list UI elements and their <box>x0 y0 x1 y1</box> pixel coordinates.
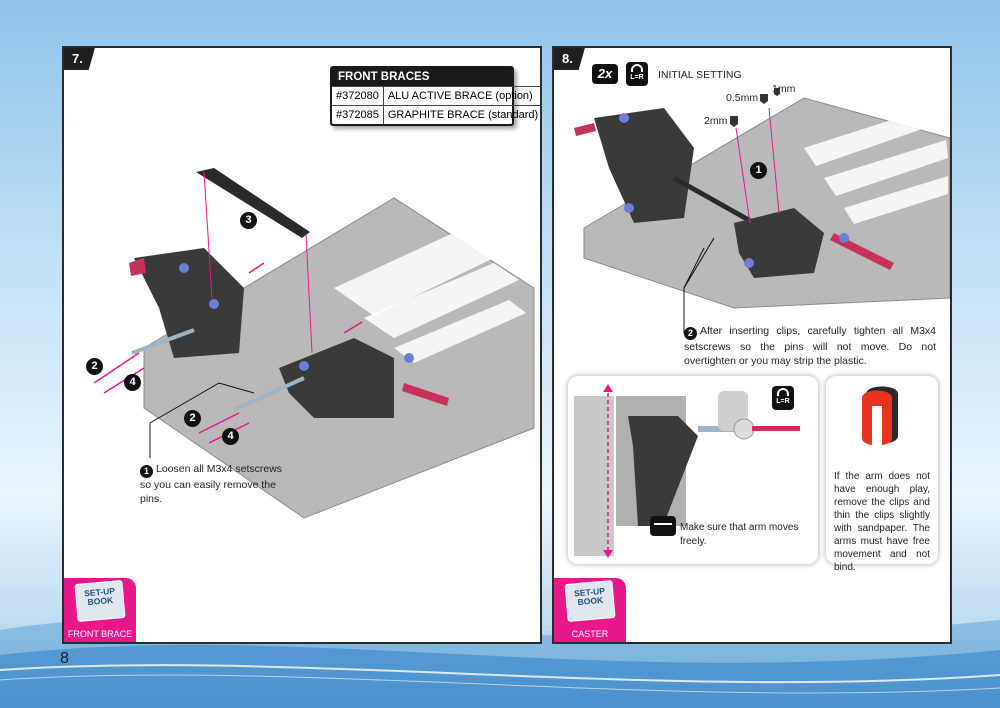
clip-detail-box: If the arm does not have enough play, re… <box>826 376 938 573</box>
step-7-number: 7. <box>64 48 95 70</box>
front-braces-title: FRONT BRACES <box>332 68 512 86</box>
page-number: 8 <box>60 650 69 667</box>
setup-book-label: CASTER <box>571 629 609 639</box>
initial-setting-label: INITIAL SETTING <box>658 69 742 81</box>
quantity-badge: 2x <box>592 64 618 84</box>
step-7-panel: 7. FRONT BRACES <box>62 46 543 644</box>
marker-4b: 4 <box>222 428 239 445</box>
arm-detail-box: L=R Make sure that arm moves freely. <box>568 376 818 564</box>
lr-label: L=R <box>630 74 644 81</box>
lr-label: L=R <box>776 398 790 405</box>
lr-badge-detail: L=R <box>772 386 794 410</box>
table-row: #372080 ALU ACTIVE BRACE (option) <box>332 86 543 106</box>
table-row: #372085 GRAPHITE BRACE (standard) <box>332 105 543 124</box>
marker-2b: 2 <box>184 410 201 427</box>
clip-note: If the arm does not have enough play, re… <box>834 471 930 573</box>
note-tighten-text: After inserting clips, carefully tighten… <box>684 325 936 367</box>
clip-icon <box>862 386 898 450</box>
lr-icon <box>631 64 643 72</box>
step-8-number: 8. <box>554 48 585 70</box>
marker-1: 1 <box>140 465 153 478</box>
marker-1: 1 <box>750 162 767 179</box>
note-loosen-text: Loosen all M3x4 setscrews so you can eas… <box>140 463 283 505</box>
setup-book-front-brace[interactable]: SET-UP BOOK FRONT BRACE <box>64 578 136 642</box>
arm-detail-illustration <box>574 384 800 558</box>
clip-2mm-label: 2mm <box>704 115 728 127</box>
marker-4a: 4 <box>124 374 141 391</box>
front-braces-table: FRONT BRACES #372080 ALU ACTIVE BRACE (o… <box>330 66 543 126</box>
part-code: #372085 <box>332 105 384 124</box>
lr-badge: L=R <box>626 62 648 86</box>
step-8-panel: 8. 2x L=R INITIAL SETTING 0.5mm 1mm 2mm … <box>552 46 952 644</box>
marker-3: 3 <box>240 212 257 229</box>
part-desc: ALU ACTIVE BRACE (option) <box>383 86 543 106</box>
free-movement-icon <box>650 516 676 536</box>
marker-2: 2 <box>684 327 697 340</box>
marker-2a: 2 <box>86 358 103 375</box>
setup-book-caster[interactable]: SET-UP BOOK CASTER <box>554 578 626 642</box>
setup-book-label: FRONT BRACE <box>67 629 133 639</box>
setup-book-title: SET-UP BOOK <box>83 585 116 608</box>
free-movement-note: Make sure that arm moves freely. <box>680 522 799 547</box>
clip-05mm-label: 0.5mm <box>726 92 759 104</box>
front-brace-illustration <box>93 168 535 519</box>
caster-illustration <box>574 88 950 334</box>
part-desc: GRAPHITE BRACE (standard) <box>383 105 543 124</box>
part-code: #372080 <box>332 86 384 106</box>
setup-book-title: SET-UP BOOK <box>573 585 606 608</box>
lr-icon <box>777 388 789 396</box>
